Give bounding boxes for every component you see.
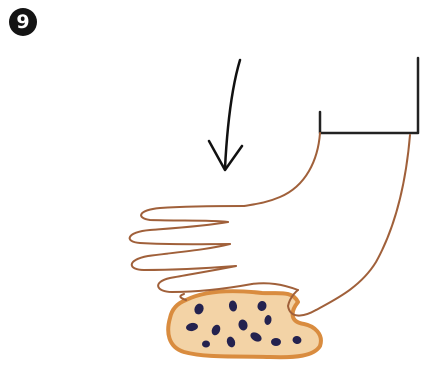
cookie-dough-ball (168, 291, 321, 357)
sleeve-cuff (320, 58, 418, 133)
down-arrow-icon (209, 60, 242, 170)
hand (130, 133, 410, 316)
